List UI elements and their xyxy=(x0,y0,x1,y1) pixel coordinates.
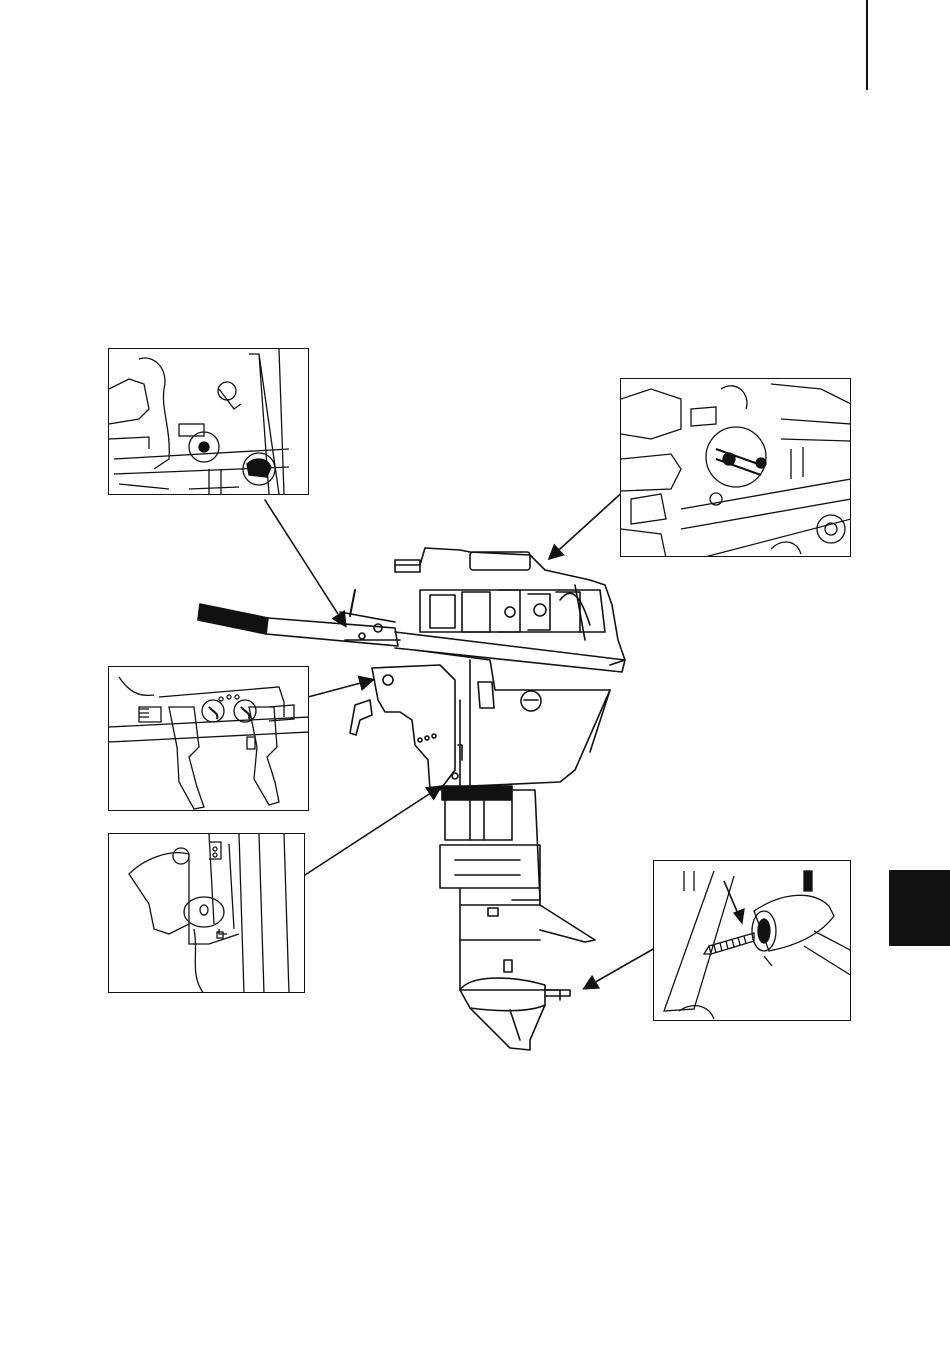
inset-tilt-pivot xyxy=(108,833,305,993)
clamp-bracket xyxy=(350,665,494,790)
inset-clamp-screws xyxy=(108,666,309,811)
leader-arrow-tilt xyxy=(305,787,440,875)
tiller-handle xyxy=(198,590,400,646)
lower-cowling xyxy=(395,632,625,790)
propeller-shaft-icon xyxy=(654,861,851,1021)
driveshaft-housing xyxy=(440,786,595,1000)
linkage-detail-icon xyxy=(621,379,851,557)
clamp-screw-icon xyxy=(109,667,309,811)
leader-arrow-propeller xyxy=(585,948,655,988)
inset-propeller-shaft xyxy=(653,860,851,1021)
leader-arrow-carburetor xyxy=(550,488,627,558)
leader-arrow-steering xyxy=(265,500,345,625)
gearcase xyxy=(460,978,570,1050)
inset-steering-bracket xyxy=(108,348,309,495)
grease-nipple-icon xyxy=(109,349,309,495)
grease-nipple-icon xyxy=(109,834,305,993)
engine-powerhead xyxy=(395,548,625,665)
inset-carburetor-linkage xyxy=(620,378,851,557)
leader-arrow-clamp xyxy=(308,680,372,697)
